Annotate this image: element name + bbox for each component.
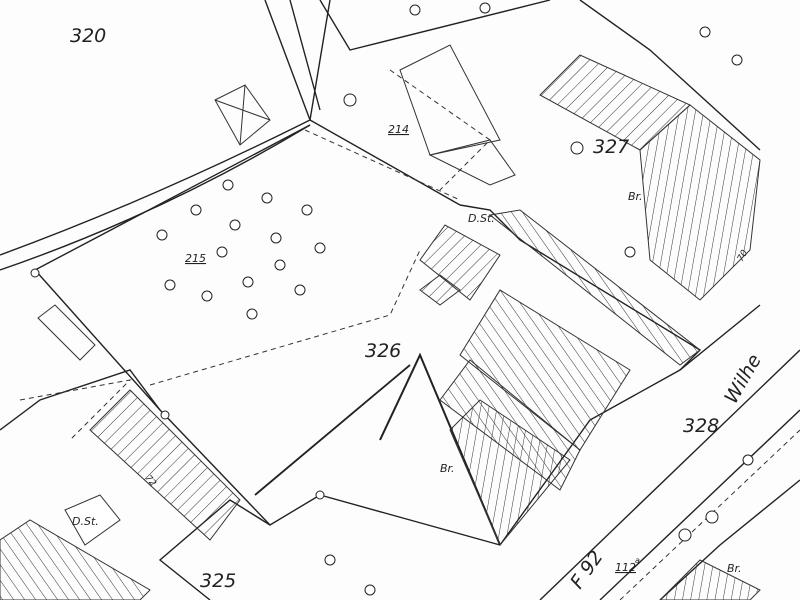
parcel-326-label: 326	[365, 340, 401, 362]
parcel-325-label: 325	[200, 570, 236, 592]
well-label-2: Br.	[440, 462, 455, 475]
parcel-320-label: 320	[70, 25, 106, 47]
well-label-3: Br.	[727, 562, 742, 575]
parcel-112a-superscript: a	[635, 556, 640, 565]
parcel-327-label: 327	[593, 136, 629, 158]
parcel-112a-label: 112	[615, 561, 636, 574]
well-label-1: Br.	[628, 190, 643, 203]
dashed-lines	[19, 69, 800, 600]
parcel-214-label: 214	[388, 123, 409, 136]
parcel-328-label: 328	[683, 415, 719, 437]
street-name-label: Wilhe	[720, 351, 766, 408]
buildings	[0, 44, 761, 600]
parcel-215-label: 215	[185, 252, 206, 265]
dst-label-1: D.St.	[468, 212, 495, 225]
flur-label: F 92	[566, 547, 608, 593]
tree-symbols	[30, 2, 754, 596]
dst-label-2: D.St.	[72, 515, 99, 528]
